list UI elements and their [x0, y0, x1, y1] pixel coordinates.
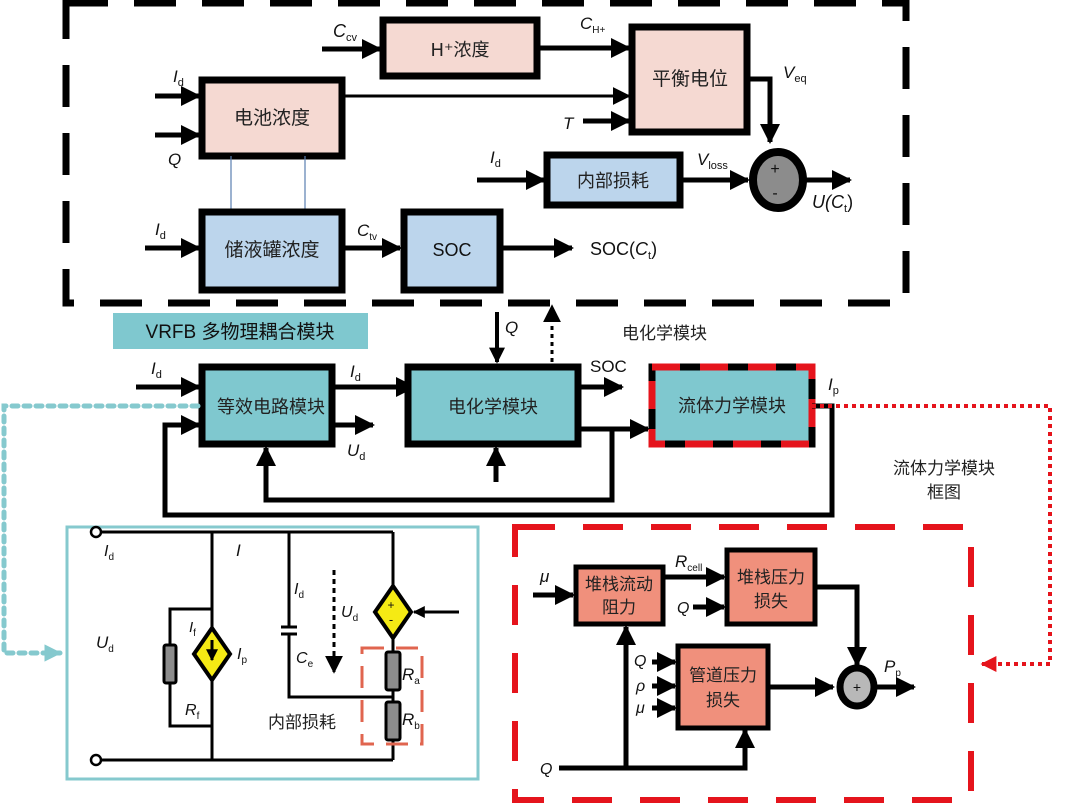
block-tank-conc-label: 储液罐浓度 — [224, 239, 319, 261]
electrochem-caption: 电化学模块 — [622, 324, 707, 344]
block-stack-pressure-l2: 损失 — [754, 592, 788, 612]
label-r-f: Rf — [185, 702, 200, 722]
internal-loss-bracket — [360, 646, 424, 746]
label-i-d-cap: Id — [294, 581, 304, 601]
sum-plus-sign: + — [770, 161, 779, 178]
feedback-electrochem-to-circuit — [256, 429, 615, 503]
label-i-d-terminal: Id — [104, 543, 114, 563]
electrochem-panel: H⁺浓度 Ccv 平衡电位 CH+ 电池浓度 Id Q T Veq + — [62, 0, 910, 307]
block-soc[interactable]: SOC — [400, 208, 504, 294]
block-cell-conc[interactable]: 电池浓度 — [198, 76, 346, 160]
terminal-top — [89, 525, 103, 539]
internal-loss-label: 内部损耗 — [268, 713, 336, 733]
link-circuit-detail — [1, 403, 201, 662]
signal-v-eq: Veq — [783, 63, 807, 85]
coupling-title-banner — [113, 313, 368, 349]
signal-q-stack: Q — [677, 600, 689, 617]
block-stack-flow-resistance-l2: 阻力 — [602, 598, 636, 618]
block-soc-label: SOC — [432, 240, 471, 260]
vsource-minus: - — [389, 612, 393, 627]
sum-junction-voltage: + - — [749, 148, 807, 212]
block-electrochem-label: 电化学模块 — [448, 397, 538, 418]
arrow-q-bottom-pipe — [559, 728, 755, 771]
block-fluid-label: 流体力学模块 — [678, 396, 786, 417]
vsource-plus: + — [387, 598, 394, 612]
label-u-d-drop: Ud — [341, 604, 358, 624]
block-pipe-pressure-l1: 管道压力 — [689, 666, 757, 686]
signal-i-d-loss: Id — [490, 148, 501, 170]
label-r-b: Rb — [402, 710, 420, 732]
label-i-p: Ip — [237, 646, 247, 666]
dependent-voltage-source: + - — [372, 582, 414, 642]
circuit-panel: Id Ud I If Ip Rf Id Ce Ud + - — [65, 525, 480, 781]
signal-i-p: Ip — [828, 375, 839, 397]
label-i: I — [236, 541, 241, 560]
label-r-a: Ra — [402, 665, 420, 687]
resistor-ra — [384, 650, 402, 692]
label-c-e: Ce — [296, 650, 314, 670]
arrow-v-eq — [747, 76, 780, 144]
block-pipe-pressure-loss[interactable]: 管道压力 损失 — [675, 643, 771, 731]
block-stack-pressure-l1: 堆栈压力 — [737, 568, 805, 588]
block-tank-conc[interactable]: 储液罐浓度 — [198, 208, 346, 294]
fluid-caption-line1: 流体力学模块 — [893, 459, 995, 479]
block-cell-conc-label: 电池浓度 — [234, 107, 310, 129]
block-electrochem[interactable]: 电化学模块 — [404, 363, 582, 448]
block-stack-pressure-loss[interactable]: 堆栈压力 损失 — [724, 547, 818, 627]
block-fluid[interactable]: 流体力学模块 — [648, 363, 816, 448]
label-i-f: If — [189, 619, 196, 639]
block-equiv-circuit-label: 等效电路模块 — [217, 397, 325, 418]
coupling-title: VRFB 多物理耦合模块 — [146, 321, 335, 343]
coupling-section: VRFB 多物理耦合模块 电化学模块 Q 等效电路模块 Id Id Ud 电化学… — [1, 304, 1052, 672]
resistor-rf — [162, 643, 178, 685]
block-equiv-circuit[interactable]: 等效电路模块 — [198, 363, 336, 448]
electrochem-panel-border — [62, 0, 910, 307]
signal-i-d-mid: Id — [350, 362, 361, 384]
block-h-conc[interactable]: H⁺浓度 — [379, 16, 541, 80]
signal-u-ct: U(Ct) — [812, 192, 853, 215]
signal-i-d-in: Id — [151, 359, 162, 381]
signal-p-p: Pp — [884, 657, 901, 679]
signal-i-d-tank: Id — [155, 220, 166, 242]
block-stack-flow-resistance[interactable]: 堆栈流动 阻力 — [573, 564, 666, 627]
signal-c-tv: Ctv — [357, 221, 377, 243]
signal-c-cv: Ccv — [333, 21, 358, 44]
block-internal-loss[interactable]: 内部损耗 — [543, 151, 684, 209]
block-stack-flow-resistance-l1: 堆栈流动 — [585, 575, 653, 595]
fluid-panel: 堆栈流动 阻力 μ 堆栈压力 损失 Rcell Q 管道压力 损失 Q ρ μ … — [512, 524, 974, 803]
block-eq-potential[interactable]: 平衡电位 — [628, 23, 751, 136]
signal-t: T — [563, 114, 575, 133]
signal-v-loss: Vloss — [697, 150, 728, 172]
signal-q-pipe: Q — [634, 653, 646, 670]
signal-soc-ct: SOC(Ct) — [590, 239, 657, 262]
signal-mu-pipe: μ — [635, 700, 645, 717]
block-eq-potential-label: 平衡电位 — [652, 68, 728, 90]
signal-q: Q — [505, 318, 518, 337]
fluid-panel-border — [512, 524, 974, 803]
block-pipe-pressure-l2: 损失 — [706, 691, 740, 711]
signal-q-bottom: Q — [540, 761, 552, 778]
signal-q-cell: Q — [168, 150, 181, 169]
signal-u-d: Ud — [347, 441, 365, 463]
signal-c-h: CH+ — [580, 14, 606, 36]
block-h-conc-label: H⁺浓度 — [430, 40, 489, 61]
sum-junction-pressure: + — [836, 664, 878, 710]
signal-i-d-cell: Id — [173, 67, 184, 89]
label-u-d-terminal: Ud — [96, 633, 114, 655]
signal-rho: ρ — [635, 678, 645, 695]
terminal-bottom — [89, 753, 103, 767]
resistor-rb — [384, 700, 402, 742]
sum-pressure-plus: + — [853, 679, 861, 695]
signal-mu-top: μ — [539, 567, 550, 586]
dependent-current-source — [191, 624, 233, 684]
fluid-caption-line2: 框图 — [927, 483, 961, 503]
circuit-panel-border — [65, 525, 480, 781]
arrow-stack-to-sum — [815, 584, 867, 667]
signal-r-cell: Rcell — [675, 552, 702, 574]
link-fluid-detail — [812, 404, 1052, 672]
block-internal-loss-label: 内部损耗 — [577, 171, 649, 192]
wire-cap-bottom — [287, 635, 393, 699]
signal-soc: SOC — [590, 357, 627, 376]
sum-minus-sign: - — [772, 185, 777, 202]
